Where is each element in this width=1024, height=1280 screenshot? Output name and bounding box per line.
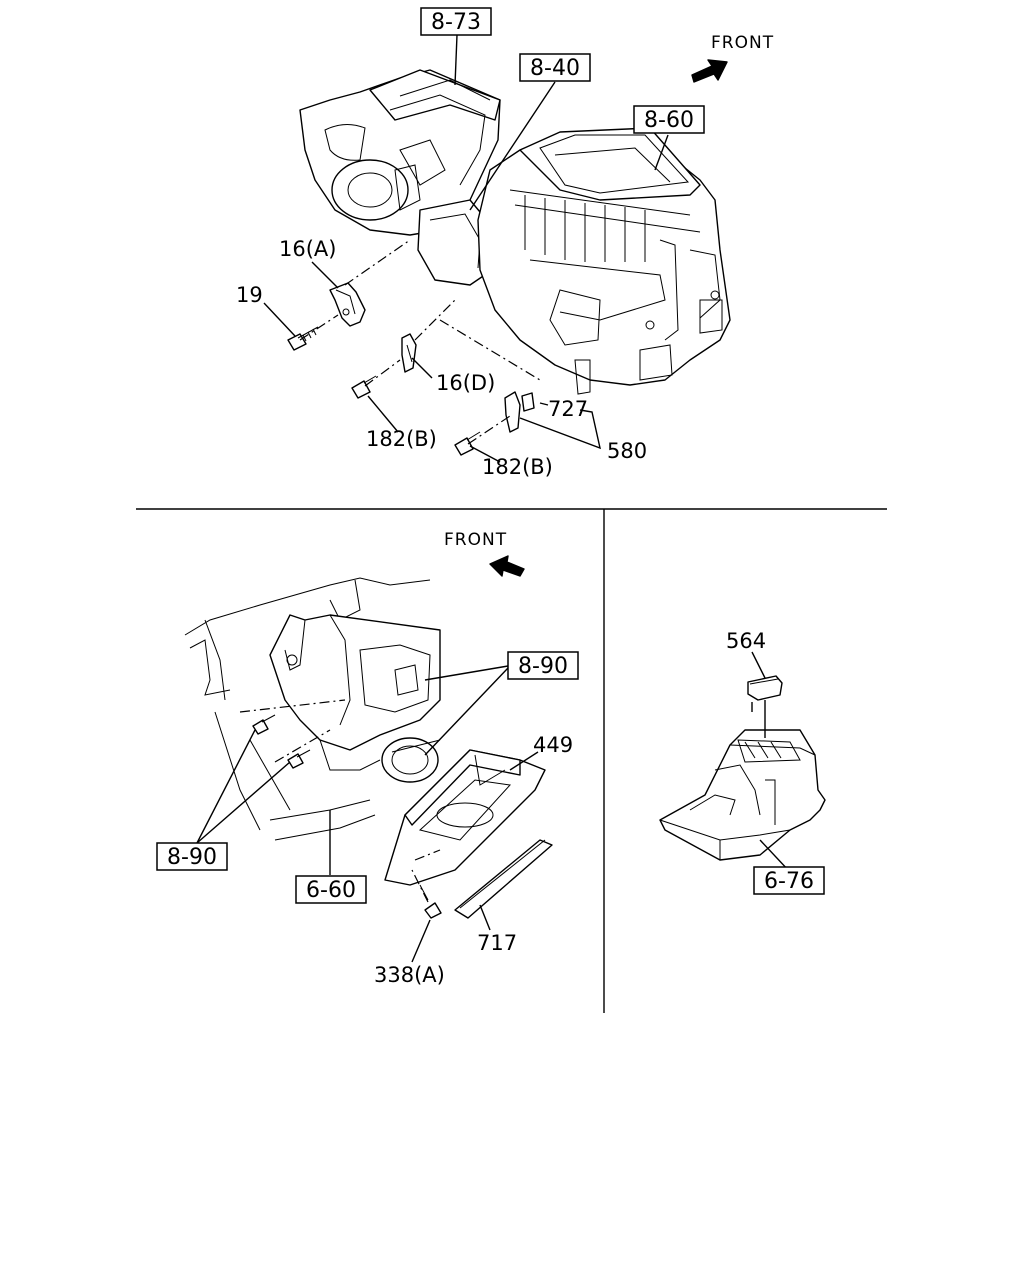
screw-182b-left-illustration (351, 375, 377, 399)
front-arrow-top (691, 59, 728, 83)
ref-box-8-90-a (507, 651, 579, 680)
ref-8-73: 8-73 (431, 10, 481, 35)
ref-6-76: 6-76 (764, 869, 814, 894)
bottom-left-leader-lines (196, 665, 539, 963)
part-16a-label: 16(A) (279, 237, 336, 261)
front-label-top: FRONT (711, 33, 774, 53)
ref-8-90-b: 8-90 (167, 845, 217, 870)
front-arrow-bottom (489, 555, 525, 577)
part-449-label: 449 (533, 733, 573, 757)
part-338a-label: 338(A) (374, 963, 445, 987)
vent-outlet-illustration (381, 737, 441, 783)
clip-16d-illustration (401, 333, 417, 373)
ref-box-6-76 (753, 866, 825, 895)
screw-338a-illustration (419, 884, 442, 919)
ref-8-40: 8-40 (530, 56, 580, 81)
ref-box-8-90-b (156, 842, 228, 871)
ref-box-6-60 (295, 875, 367, 904)
front-label-bottom: FRONT (444, 530, 507, 550)
bracket-16a-illustration (329, 282, 366, 327)
ref-box-8-60 (633, 105, 705, 134)
ref-box-8-40 (519, 53, 591, 82)
glove-box-lid-717-illustration (454, 839, 553, 919)
ref-8-60: 8-60 (644, 108, 694, 133)
clip-580-illustration (504, 391, 535, 433)
part-19-label: 19 (236, 283, 263, 307)
ref-box-8-73 (420, 7, 492, 36)
part-182b-label-2: 182(B) (482, 455, 553, 479)
ref-6-60: 6-60 (306, 878, 356, 903)
part-16d-label: 16(D) (436, 371, 495, 395)
dash-panel-illustration (184, 577, 431, 841)
screws-8-90-illustration (252, 714, 311, 769)
top-leader-lines (263, 34, 669, 463)
part-564-label: 564 (726, 629, 766, 653)
part-580-label: 580 (607, 439, 647, 463)
part-717-label: 717 (477, 931, 517, 955)
glove-box-449-illustration (384, 749, 546, 886)
part-182b-label-1: 182(B) (366, 427, 437, 451)
part-727-label: 727 (548, 397, 588, 421)
console-6-76-illustration (659, 729, 826, 861)
screw-19-illustration (287, 326, 319, 351)
ref-8-90-a: 8-90 (518, 654, 568, 679)
hvac-assembly-illustration (299, 69, 731, 395)
cup-holder-564-illustration (747, 675, 783, 701)
screw-182b-right-illustration (454, 431, 481, 456)
duct-8-90-illustration (269, 614, 441, 771)
